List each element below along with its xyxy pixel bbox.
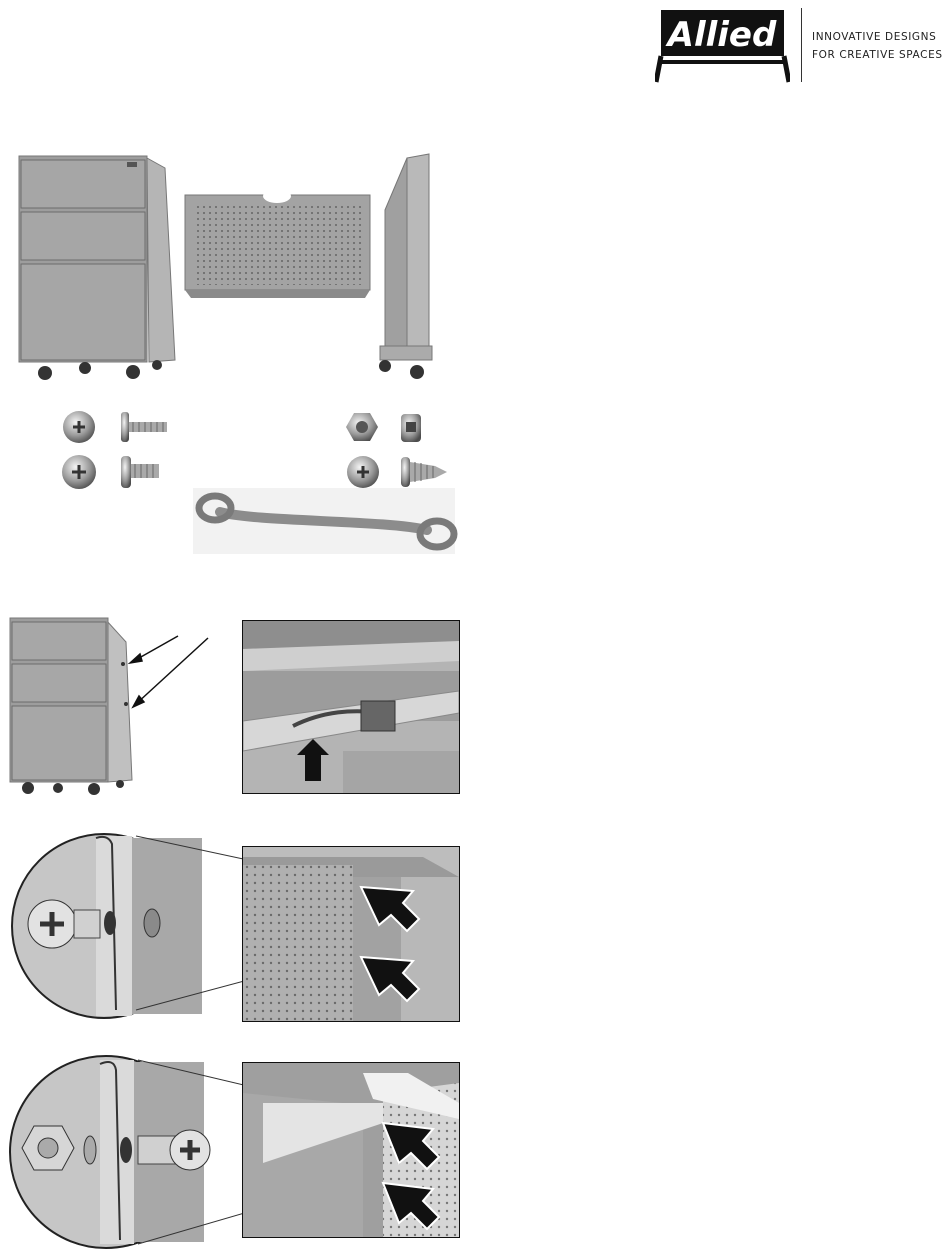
drawer-release-photo — [242, 620, 460, 794]
magnified-screw-detail-icon — [12, 834, 202, 1018]
logo-wordmark: Allied — [665, 15, 777, 55]
magnified-nut-figure — [8, 1052, 248, 1252]
pan-head-screw-icon — [62, 455, 159, 489]
parts-overview-figure — [15, 150, 460, 385]
pointer-arrows-icon — [130, 636, 208, 707]
panel-corner-photo — [242, 846, 460, 1022]
square-nut-icon — [401, 414, 421, 442]
tagline-line-2: FOR CREATIVE SPACES — [812, 46, 947, 64]
allied-logo: Allied — [655, 8, 790, 84]
brand-tagline: INNOVATIVE DESIGNS FOR CREATIVE SPACES — [812, 28, 947, 64]
pedestal-cabinet-icon — [19, 156, 175, 380]
cabinet-side-icon — [10, 618, 132, 795]
leg-stand-icon — [379, 154, 432, 379]
brand-divider — [801, 8, 802, 82]
tagline-line-1: INNOVATIVE DESIGNS — [812, 28, 947, 46]
magnified-screw-figure — [8, 830, 248, 1025]
truss-screw-icon — [347, 456, 379, 488]
hardware-figure — [55, 400, 460, 560]
truss-head-bolt-icon — [63, 411, 167, 443]
cabinet-side-figure — [8, 612, 223, 802]
panel-frame-photo — [242, 1062, 460, 1238]
hex-nut-icon — [346, 413, 378, 441]
modesty-panel-icon — [185, 189, 370, 298]
offset-wrench-icon — [193, 488, 455, 554]
magnified-nut-bolt-detail-icon — [10, 1056, 210, 1248]
self-tapping-screw-icon — [401, 457, 447, 487]
